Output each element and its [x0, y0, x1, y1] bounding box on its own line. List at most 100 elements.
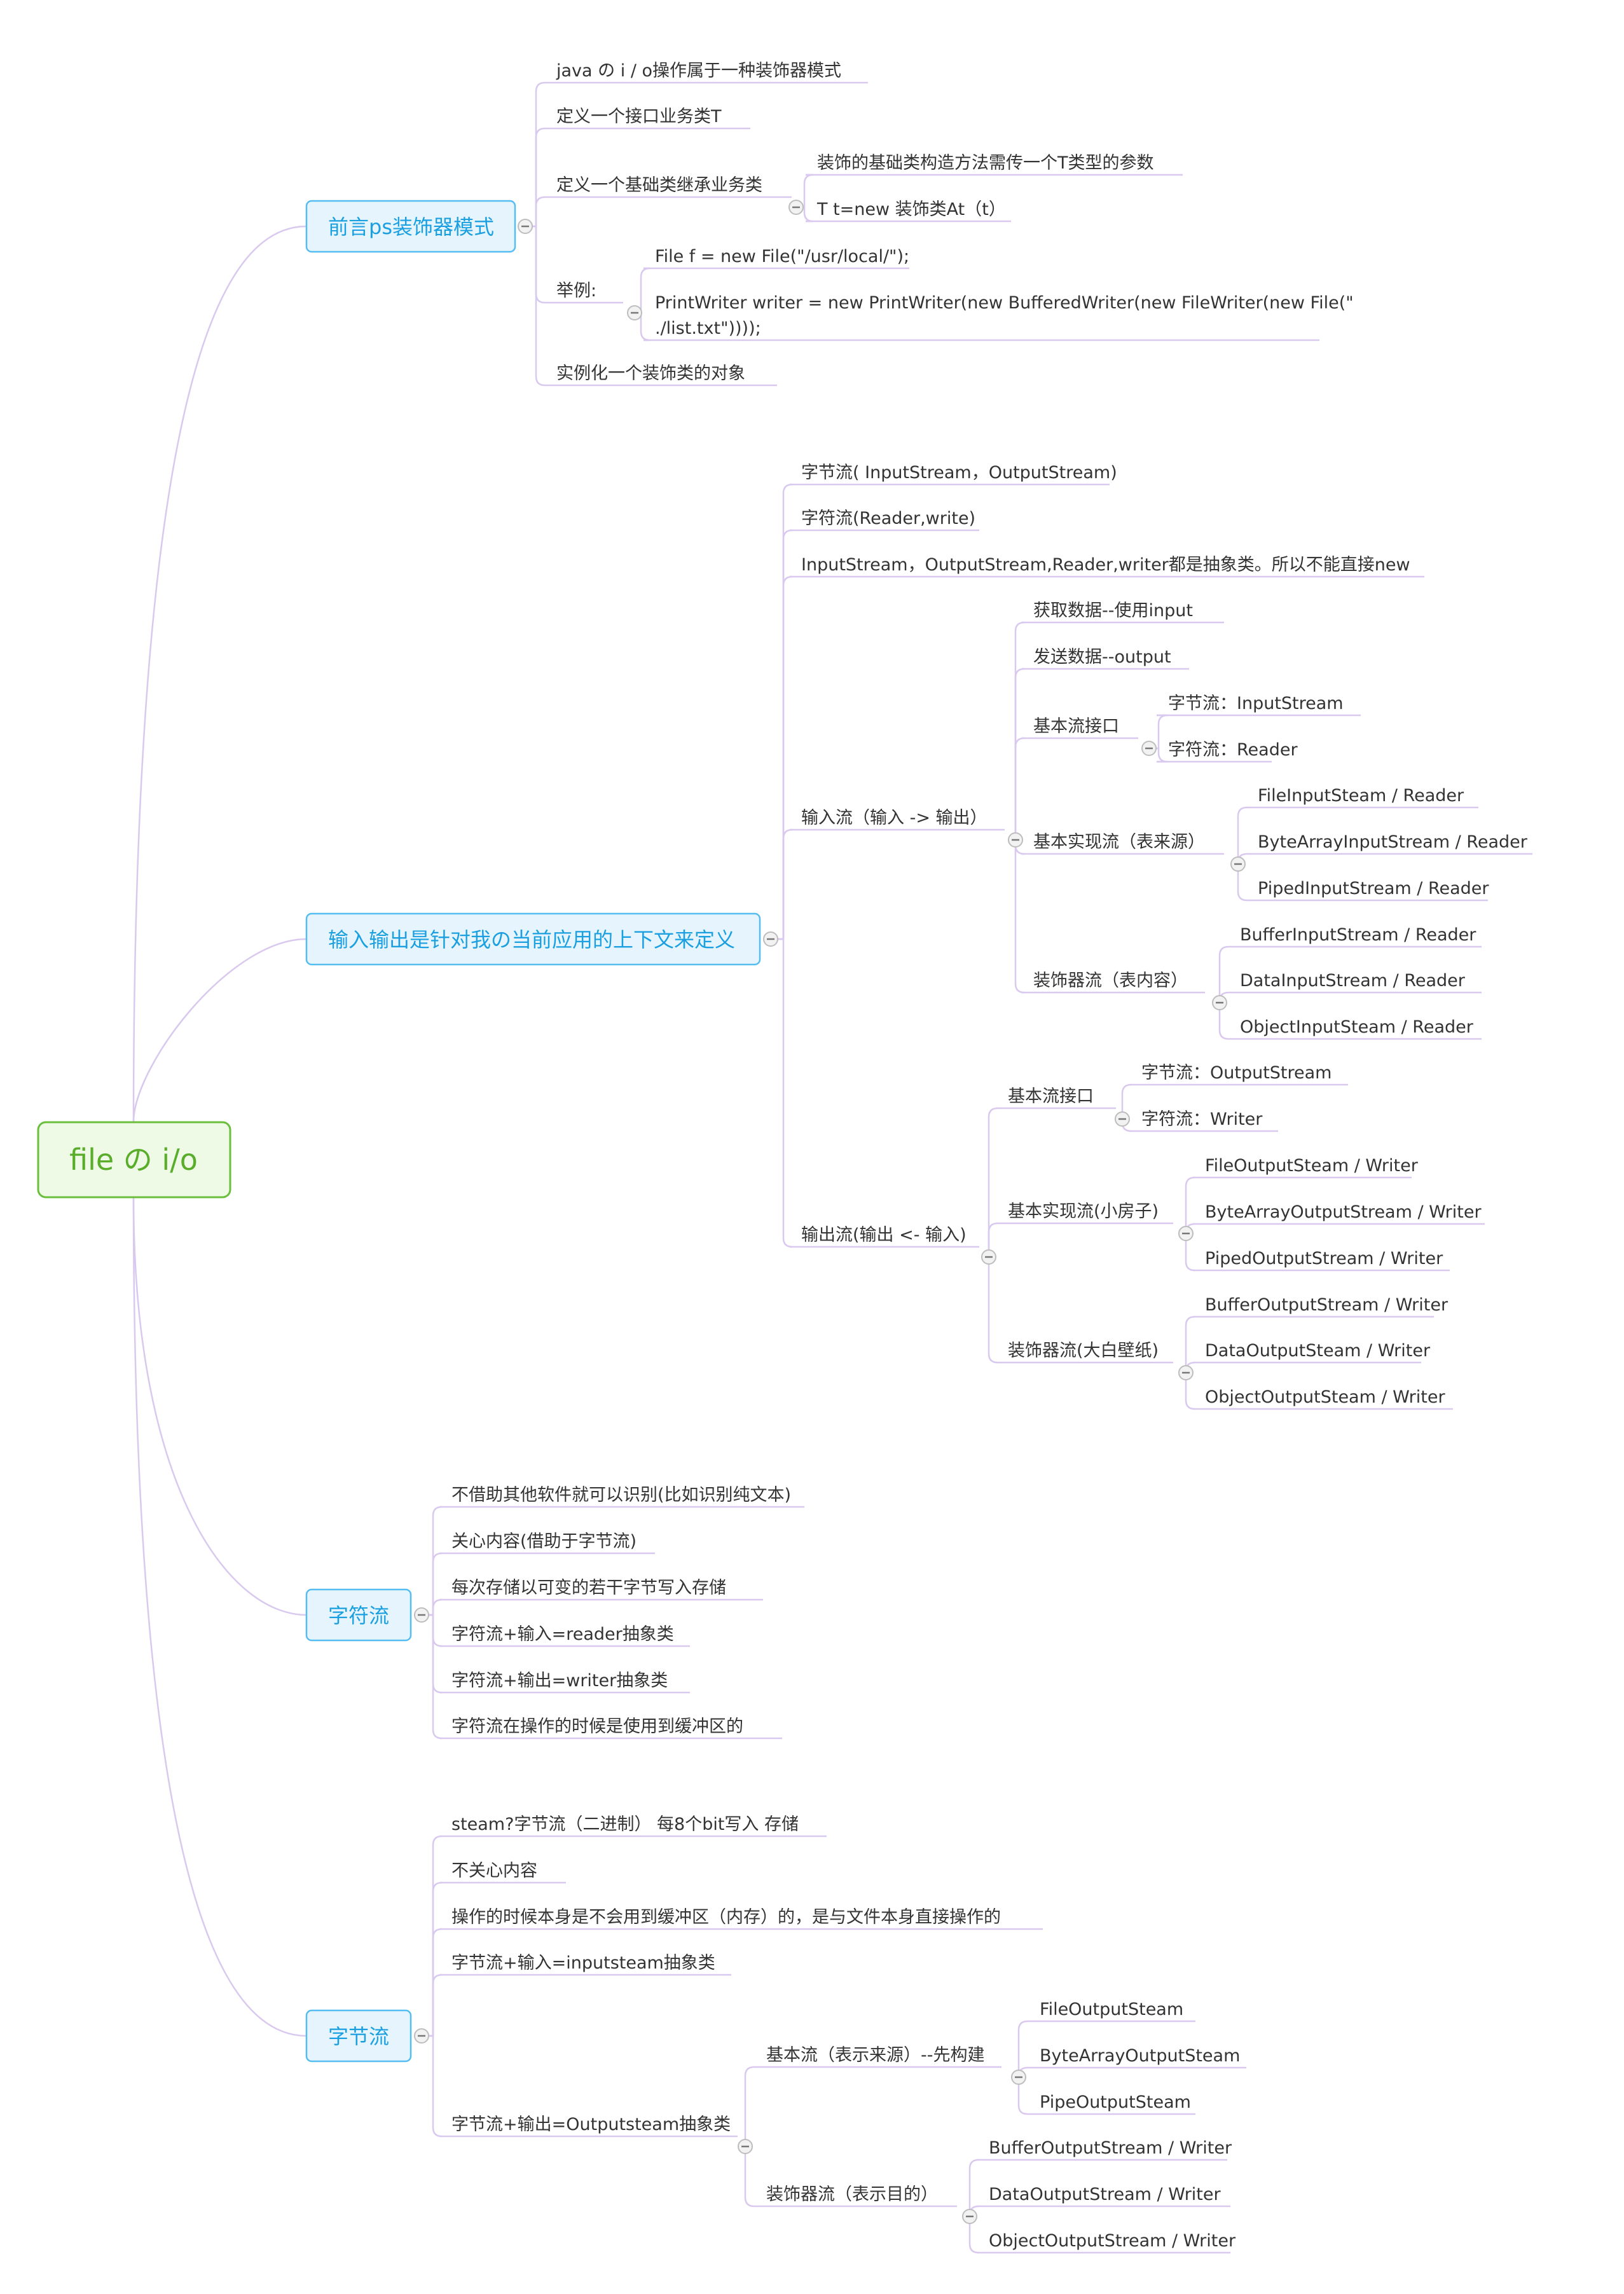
collapse-toggle-icon[interactable]	[763, 931, 778, 947]
collapse-toggle-icon[interactable]	[627, 305, 642, 320]
connector-line	[422, 1928, 443, 2037]
topic-label: 不借助其他软件就可以识别(比如识别纯文本)	[451, 1485, 791, 1505]
topic-label: InputStream，OutputStream,Reader,writer都是…	[801, 555, 1410, 575]
collapse-toggle-icon[interactable]	[1008, 832, 1023, 848]
connector-line	[1017, 2020, 1028, 2077]
collapse-toggle-icon[interactable]	[788, 200, 804, 215]
topic-label: DataOutputStream / Writer	[989, 2185, 1221, 2204]
topic-label: 不关心内容	[451, 1861, 537, 1881]
connector-line	[987, 1257, 998, 1364]
topic-label: 每次存储以可变的若干字节写入存储	[451, 1578, 726, 1598]
topic-label: ObjectOutputStream / Writer	[989, 2231, 1236, 2251]
connector-line	[1014, 668, 1025, 840]
connector-line	[422, 2035, 443, 2138]
connector-line	[422, 1614, 443, 1740]
topic-label: FileInputSteam / Reader	[1258, 786, 1464, 806]
topic-label: 基本实现流(小房子)	[1008, 1202, 1159, 1221]
connector-line	[422, 1552, 443, 1616]
root-node-box[interactable]	[37, 1121, 231, 1199]
connector-line	[422, 1506, 443, 1616]
topic-label: 发送数据--output	[1033, 647, 1171, 667]
topic-label: 基本实现流（表来源）	[1033, 832, 1205, 852]
connector-line	[987, 1107, 998, 1257]
topic-label: PipedInputStream / Reader	[1258, 879, 1489, 898]
connector-line	[771, 483, 793, 940]
topic-label: PipedOutputStream / Writer	[1205, 1249, 1443, 1268]
root-branch-connector	[132, 938, 307, 1123]
connector-line	[1237, 806, 1248, 864]
branch-node-box[interactable]	[305, 1588, 412, 1642]
topic-label: 定义一个基础类继承业务类	[556, 175, 762, 195]
topic-label: PrintWriter writer = new PrintWriter(new…	[655, 293, 1354, 313]
collapse-toggle-icon[interactable]	[518, 219, 533, 234]
topic-label: 基本流接口	[1008, 1087, 1094, 1106]
topic-label: DataInputStream / Reader	[1240, 971, 1466, 991]
topic-label: FileOutputSteam / Writer	[1205, 1156, 1419, 1176]
connector-line	[1218, 1003, 1229, 1040]
collapse-toggle-icon[interactable]	[1115, 1111, 1130, 1127]
collapse-toggle-icon[interactable]	[1230, 856, 1246, 872]
connector-line	[771, 575, 793, 940]
collapse-toggle-icon[interactable]	[1011, 2070, 1026, 2085]
branch-node-box[interactable]	[305, 2009, 412, 2063]
connector-line	[1017, 2077, 1028, 2115]
topic-label: 关心内容(借助于字节流)	[451, 1532, 637, 1551]
topic-label: File f = new File("/usr/local/");	[655, 247, 909, 266]
connector-line	[1014, 840, 1025, 994]
connector-line	[525, 225, 546, 304]
collapse-toggle-icon[interactable]	[962, 2209, 977, 2224]
topic-label: 字符流在操作的时候是使用到缓冲区的	[451, 1717, 743, 1736]
connector-line	[422, 1614, 443, 1694]
topic-label: 字符流：Writer	[1141, 1109, 1263, 1129]
root-branch-connector	[132, 225, 307, 1123]
topic-label: ByteArrayInputStream / Reader	[1258, 832, 1528, 852]
topic-label: T t=new 装饰类At（t）	[816, 200, 1006, 219]
topic-label: 字节流+输出=Outputsteam抽象类	[451, 2115, 731, 2134]
topic-label: BufferInputStream / Reader	[1240, 925, 1476, 945]
collapse-toggle-icon[interactable]	[1141, 741, 1157, 756]
connector-line	[525, 196, 546, 228]
root-branch-connector	[132, 1197, 307, 2037]
branch-node-box[interactable]	[305, 200, 516, 253]
topic-label: 输出流(输出 <- 输入)	[801, 1225, 967, 1245]
branch-node-box[interactable]	[305, 912, 761, 966]
topic-label: 字符流(Reader,write)	[801, 509, 975, 528]
connector-line	[1014, 621, 1025, 840]
collapse-toggle-icon[interactable]	[738, 2139, 753, 2154]
topic-label: 字符流：Reader	[1168, 740, 1298, 760]
topic-label: 举例:	[556, 281, 596, 301]
topic-label: ByteArrayOutputStream / Writer	[1205, 1202, 1482, 1222]
topic-label: 装饰的基础类构造方法需传一个T类型的参数	[817, 153, 1154, 173]
connector-line	[1185, 1315, 1195, 1373]
collapse-toggle-icon[interactable]	[1178, 1365, 1194, 1380]
topic-label: 字符流+输入=reader抽象类	[451, 1624, 674, 1644]
topic-label: 输入流（输入 -> 输出）	[801, 808, 987, 828]
topic-label: ByteArrayOutputSteam	[1040, 2046, 1240, 2066]
collapse-toggle-icon[interactable]	[1212, 995, 1227, 1010]
connector-line	[968, 2159, 979, 2216]
collapse-toggles	[414, 200, 1246, 2224]
topic-label: 字节流( InputStream，OutputStream)	[801, 463, 1117, 483]
topic-label: 操作的时候本身是不会用到缓冲区（内存）的，是与文件本身直接操作的	[451, 1907, 1001, 1927]
connector-line	[1014, 737, 1025, 840]
collapse-toggle-icon[interactable]	[1178, 1226, 1194, 1241]
topic-label: 字节流：InputStream	[1168, 694, 1344, 713]
connector-line	[771, 529, 793, 940]
topic-label: FileOutputSteam	[1040, 2000, 1183, 2019]
branch-node-label: 字符流	[328, 1604, 389, 1628]
topic-label-line2: ./list.txt"))));	[655, 319, 761, 338]
collapse-toggle-icon[interactable]	[981, 1249, 996, 1265]
collapse-toggle-icon[interactable]	[414, 1607, 429, 1623]
collapse-toggle-icon[interactable]	[414, 2028, 429, 2043]
branch-node-label: 字节流	[328, 2024, 389, 2049]
topic-label: 装饰器流（表内容）	[1033, 971, 1188, 991]
topic-label: BufferOutputStream / Writer	[989, 2138, 1232, 2158]
root-branch-connector	[132, 1197, 307, 1616]
branch-node-label: 前言ps装饰器模式	[328, 215, 494, 239]
connector-line	[525, 127, 546, 228]
connector-line	[771, 828, 793, 940]
topic-label: 获取数据--使用input	[1033, 601, 1193, 621]
topic-label: PipeOutputSteam	[1040, 2092, 1191, 2112]
